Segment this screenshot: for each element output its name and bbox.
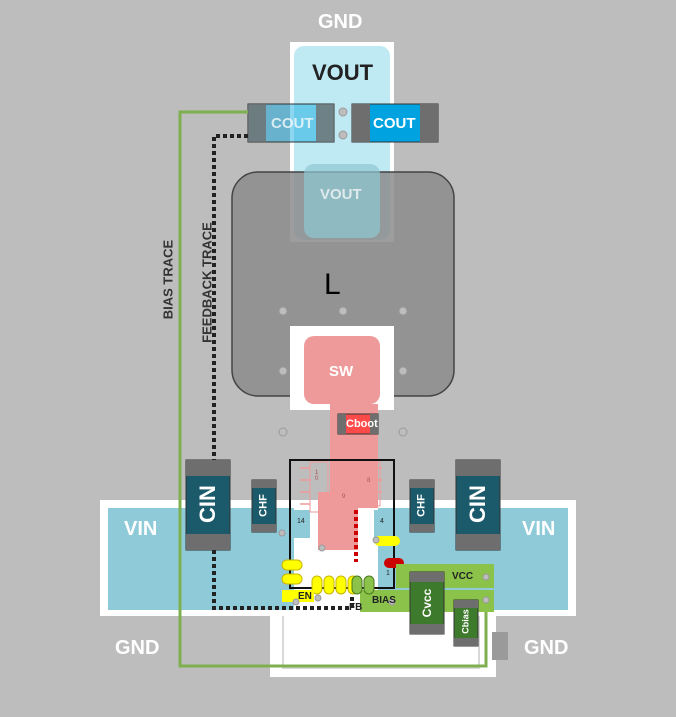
gnd-right-label: GND [524, 637, 569, 659]
en-pad [282, 590, 314, 602]
vcc-label: VCC [452, 571, 474, 582]
pin-14-pad [294, 510, 310, 538]
cout-right-label: COUT [373, 115, 416, 132]
sw-label: SW [329, 363, 354, 380]
cin-left-cap [185, 459, 231, 551]
pin-4-pad [374, 510, 390, 538]
fb-label: FB [349, 602, 363, 613]
vcc-bias-pin-pads [351, 575, 375, 595]
pin-1-label: 1 [386, 570, 390, 577]
cout-left-cap [247, 103, 335, 143]
cin-right-label: CIN [465, 485, 490, 523]
cbias-cap [453, 599, 479, 647]
yellow-pad-right [374, 536, 400, 546]
chf-right-cap [409, 479, 435, 533]
chf-left-label: CHF [257, 494, 270, 517]
vout-main-label: VOUT [312, 60, 374, 85]
cout-via-top [338, 107, 348, 117]
vin-right-label: VIN [522, 518, 556, 540]
cbias-label: Cbias [460, 609, 471, 634]
bias-label: BIAS [372, 595, 396, 606]
chf-left-cap [251, 479, 277, 533]
bias-trace [178, 110, 488, 668]
pin-10-label: 1 0 [315, 470, 319, 482]
ic-pad-column-left [309, 461, 329, 513]
cboot-cap [337, 413, 379, 435]
cout-via-bottom [338, 130, 348, 140]
gnd-right-tab [492, 632, 508, 660]
en-label: EN [298, 591, 312, 602]
sw-node-plane [304, 336, 380, 404]
agnd-label: AGND [379, 637, 438, 659]
cin-left-label: CIN [195, 485, 220, 523]
feedback-trace-bottom [212, 550, 354, 610]
vout-inner-pad [304, 164, 380, 238]
feedback-trace-label: FEEDBACK TRACE [199, 222, 215, 343]
chf-right-label: CHF [415, 494, 428, 517]
pad-vias [278, 529, 490, 606]
pin-8-label: 8 [367, 478, 371, 484]
cin-right-cap [455, 459, 501, 551]
gnd-top-label: GND [318, 11, 363, 33]
bias-trace-label: BIAS TRACE [160, 239, 176, 320]
inductor-label: L [324, 268, 341, 301]
cvcc-cap [409, 571, 445, 635]
vin-left-label: VIN [124, 518, 158, 540]
sw-trace-lower [318, 492, 358, 550]
pin-14-label: 14 [297, 518, 305, 525]
cboot-label: Cboot [346, 418, 378, 430]
gnd-left-label: GND [115, 637, 160, 659]
pin-9-label: 9 [342, 494, 346, 500]
cout-right-cap [351, 103, 439, 143]
cvcc-label: Cvcc [420, 588, 434, 618]
vout-inner-label: VOUT [320, 186, 362, 203]
inductor-vias [278, 306, 408, 437]
cout-left-label: COUT [271, 115, 314, 132]
ic-pad-column-right [361, 461, 381, 507]
pin-4-label: 4 [380, 518, 384, 525]
